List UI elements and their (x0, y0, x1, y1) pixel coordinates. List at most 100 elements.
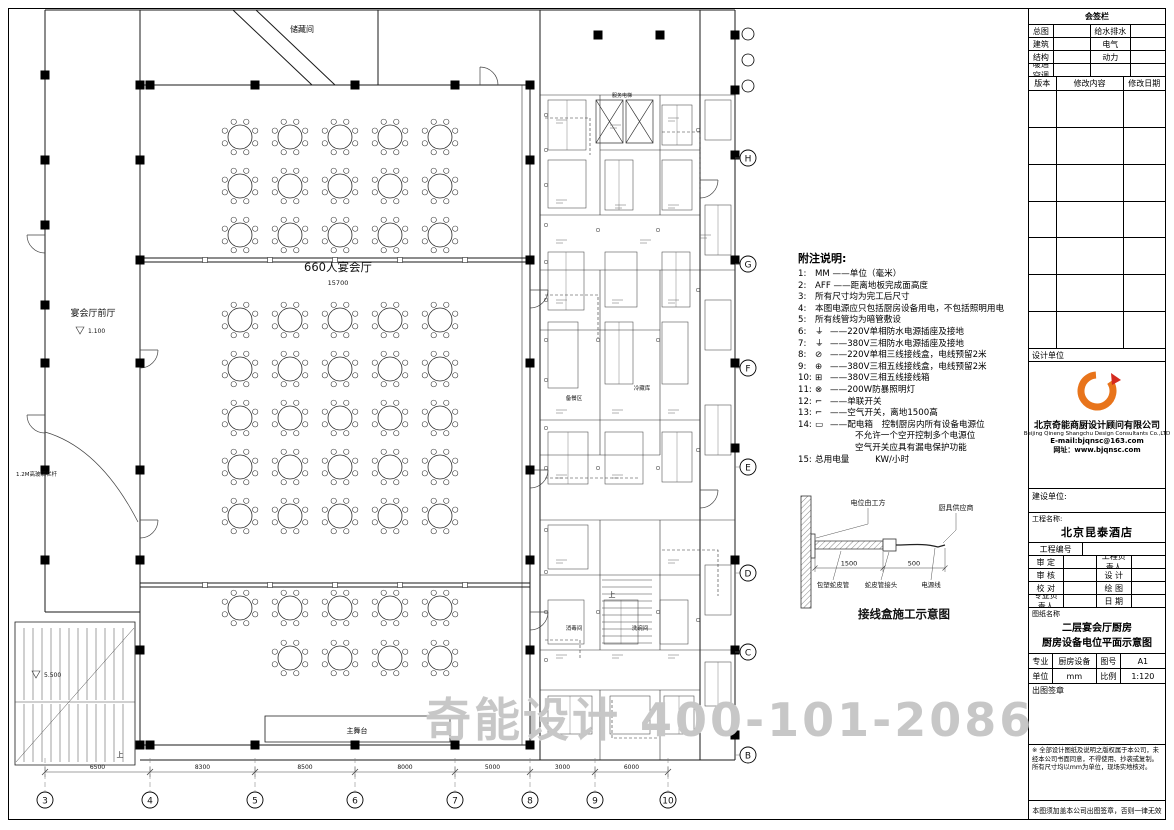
revision-header: 版本 (1029, 77, 1057, 90)
sign-value (1131, 25, 1165, 37)
note-text: ——单联开关 (830, 396, 882, 407)
legend-symbol-icon: ⊕ (815, 361, 823, 372)
banquet-table (271, 497, 309, 535)
note-text: MM ——单位（毫米） (815, 269, 902, 279)
legend-symbol-icon: ⊘ (815, 350, 823, 361)
grid-label: 7 (452, 797, 458, 807)
drawing-title-section: 图纸名称 二层宴会厅厨房 厨房设备电位平面示意图 (1029, 608, 1165, 654)
stair-up-label: 上 (117, 750, 124, 759)
outlet-symbol (543, 297, 549, 303)
dimension-text: 1500 (841, 560, 858, 568)
grid-label: 10 (662, 797, 674, 807)
note-text: ——220V单相防水电源插座及接地 (830, 326, 965, 337)
banquet-table (321, 216, 359, 254)
company-name-en: Beijing Qineng Shangchu Design Consultan… (1023, 431, 1171, 437)
structural-column (40, 220, 50, 230)
banquet-table (421, 589, 459, 627)
dimension-text: 6000 (624, 764, 639, 771)
project-label: 工程名称: (1032, 515, 1063, 523)
outlet-symbol (543, 425, 549, 431)
dimension-text: 3000 (555, 764, 570, 771)
outlet-symbol (595, 609, 601, 615)
company-name-cn: 北京奇能商厨设计顾问有限公司 (1033, 421, 1160, 431)
outlet-symbol (595, 337, 601, 343)
scale-value: 1:120 (1131, 671, 1155, 681)
banquet-table (421, 350, 459, 388)
note-text-extra: 不允许一个空开控制多个电源位 (855, 431, 976, 442)
note-number: 8: (798, 350, 807, 361)
company-logo-icon (1077, 371, 1121, 411)
grid-bubble-row (739, 643, 757, 661)
structural-column (135, 358, 145, 368)
banquet-table (321, 350, 359, 388)
revision-header: 修改日期 (1128, 79, 1161, 88)
company-logo (1067, 362, 1127, 418)
banquet-table (421, 301, 459, 339)
structural-column (135, 645, 145, 655)
structural-column (40, 70, 50, 80)
banquet-table (371, 301, 409, 339)
structural-column (525, 358, 535, 368)
banquet-table (421, 497, 459, 535)
grid-bubble-column (586, 791, 604, 809)
approval-value (1132, 595, 1166, 607)
note-text: 总用电量 KW/小时 (815, 454, 910, 465)
legend-symbol-icon: ⌐ (815, 408, 823, 419)
wiring-line (545, 117, 591, 155)
structural-column (730, 85, 740, 95)
outlet-symbol (655, 227, 661, 233)
structural-column (730, 358, 740, 368)
outlet-symbol (543, 147, 549, 153)
sign-label: 给水排水 (1091, 25, 1131, 37)
outlet-symbol (543, 112, 549, 118)
glass-rail-label: 1.2M高玻璃栏杆 (16, 470, 57, 478)
banquet-table (321, 448, 359, 486)
dimension-text: 500 (908, 560, 920, 568)
kitchen-equipment (547, 599, 585, 645)
room-label-foyer: 宴会厅前厅 (70, 307, 115, 319)
detail-label: 包塑蛇皮管 (817, 580, 850, 589)
structural-column (135, 255, 145, 265)
structural-column (40, 555, 50, 565)
detail-label: 电位由工方 (851, 498, 886, 507)
stage-outline (264, 715, 451, 743)
kitchen-equipment (609, 695, 651, 735)
detail-title: 接线盒施工示意图 (858, 607, 950, 621)
outlet-plate (810, 533, 816, 559)
dimension-text: 6500 (90, 764, 105, 771)
grid-label: 3 (42, 797, 48, 807)
structural-column (135, 465, 145, 475)
banquet-table (271, 639, 309, 677)
note-number: 10: (798, 373, 812, 384)
legend-symbol-icon: ▭ (815, 419, 824, 430)
door-swing-arcs (26, 66, 719, 631)
kitchen-equipment (659, 599, 689, 645)
kitchen-partition-lines (521, 85, 735, 760)
client-label: 建设单位: (1032, 492, 1067, 501)
outlet-symbol (695, 127, 701, 133)
structural-column (135, 155, 145, 165)
note-item: 15:总用电量 KW/小时 (798, 455, 1032, 467)
wiring-line (545, 639, 581, 660)
banquet-table (321, 639, 359, 677)
banquet-table (421, 639, 459, 677)
outlet-symbol (595, 465, 601, 471)
note-item: 11:⊗——200W防暴照明灯 (798, 385, 1032, 397)
grid-bubble-row (739, 149, 757, 167)
banquet-table (271, 589, 309, 627)
banquet-table (221, 399, 259, 437)
junction-box-detail: 电位由工方 厨具供应商 1500 500 包塑蛇皮管 蛇皮管接头 电源线 接线盒… (793, 488, 1015, 640)
junction-box-detail-drawing: 电位由工方 厨具供应商 1500 500 包塑蛇皮管 蛇皮管接头 电源线 接线盒… (800, 495, 974, 621)
outlet-symbol (543, 377, 549, 383)
banquet-table (371, 167, 409, 205)
banquet-table (221, 216, 259, 254)
wiring-line (662, 131, 701, 192)
note-item: 12:⌐——单联开关 (798, 397, 1032, 409)
structural-column (40, 358, 50, 368)
structural-column (730, 150, 740, 160)
legend-symbol-icon: ⏚ (815, 326, 824, 337)
note-item: 14:▭——配电箱 控制厨房内所有设备电源位 (798, 420, 1032, 432)
level-text-stairs: 5.500 (44, 672, 61, 679)
